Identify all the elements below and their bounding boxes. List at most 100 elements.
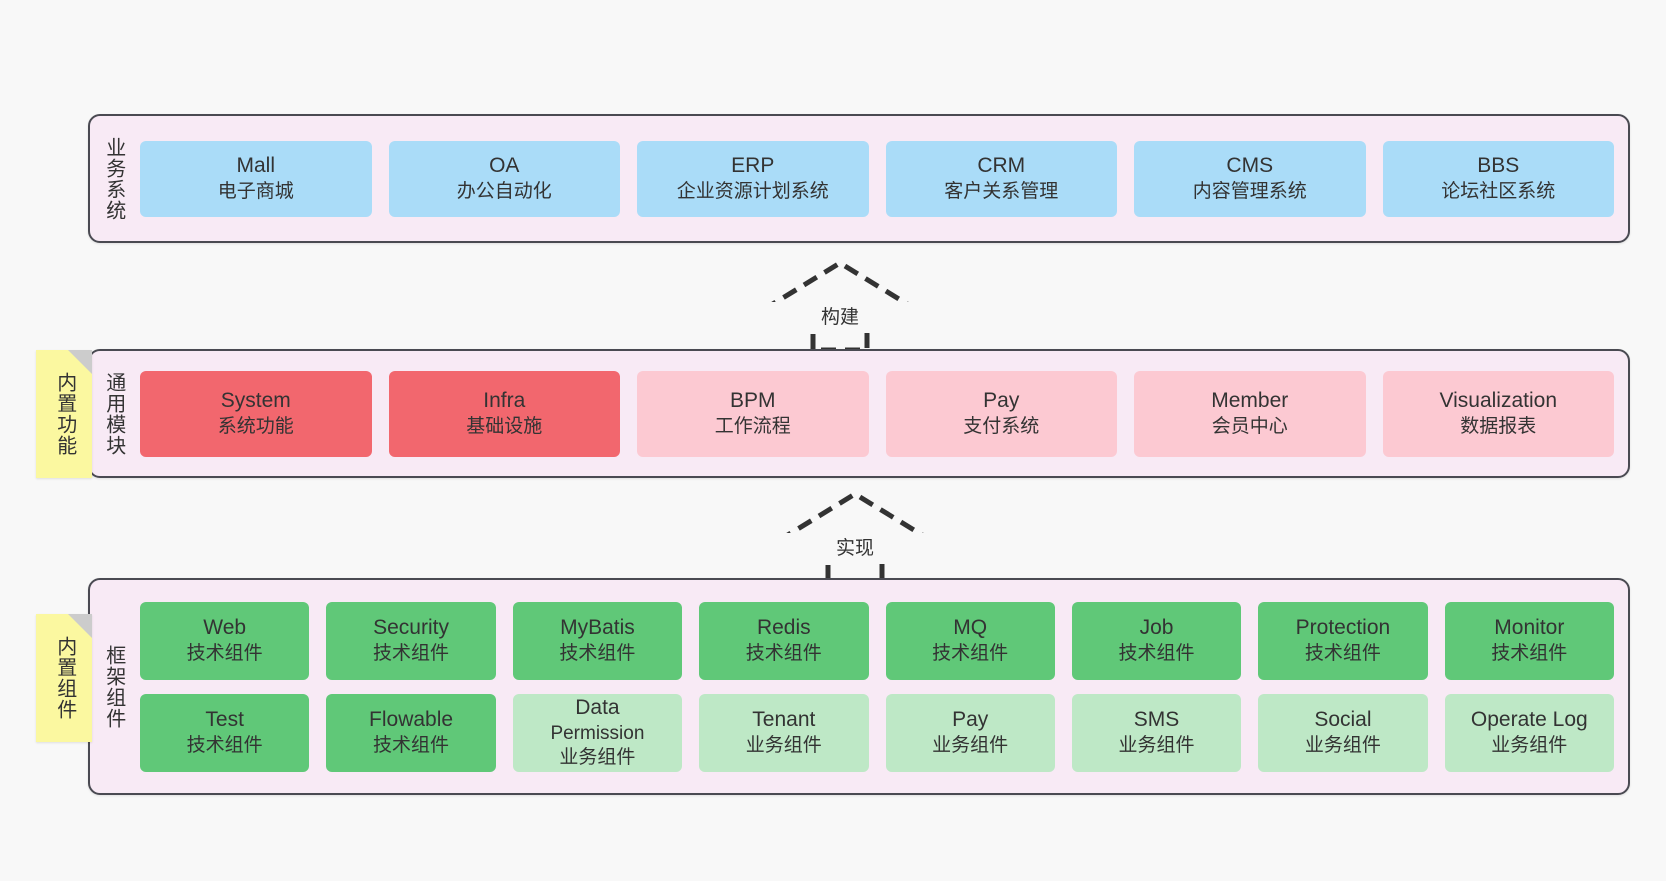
card-subtitle: 数据报表 (1460, 415, 1537, 437)
card-erp[interactable]: ERP 企业资源计划系统 (637, 140, 869, 217)
card-title: MQ (953, 616, 988, 640)
card-title-line2: Permission (550, 722, 645, 744)
card-subtitle: 业务组件 (1491, 734, 1568, 756)
layer-body-common-modules: System 系统功能 Infra 基础设施 BPM 工作流程 Pay 支付系统… (136, 351, 1628, 476)
card-crm[interactable]: CRM 客户关系管理 (885, 140, 1117, 217)
card-oa[interactable]: OA 办公自动化 (388, 140, 620, 217)
card-subtitle: 基础设施 (466, 415, 543, 437)
card-row: System 系统功能 Infra 基础设施 BPM 工作流程 Pay 支付系统… (140, 370, 1614, 457)
card-title: Visualization (1439, 389, 1558, 413)
card-subtitle: 业务组件 (1118, 734, 1195, 756)
card-subtitle: 支付系统 (963, 415, 1040, 437)
card-title: Flowable (369, 708, 454, 732)
card-subtitle: 业务组件 (1304, 734, 1381, 756)
card-subtitle: 企业资源计划系统 (676, 180, 829, 202)
card-subtitle: 内容管理系统 (1192, 180, 1307, 202)
generalization-arrow-build: 构建 (755, 258, 925, 353)
card-bbs[interactable]: BBS 论坛社区系统 (1382, 140, 1614, 217)
card-title: Job (1139, 616, 1174, 640)
card-title: Operate Log (1470, 708, 1588, 732)
card-row: Mall 电子商城 OA 办公自动化 ERP 企业资源计划系统 CRM 客户关系… (140, 140, 1614, 217)
card-subtitle: 电子商城 (217, 180, 294, 202)
card-web[interactable]: Web 技术组件 (140, 601, 310, 680)
card-row: Web 技术组件 Security 技术组件 MyBatis 技术组件 Redi… (140, 601, 1614, 680)
card-subtitle: 业务组件 (745, 734, 822, 756)
card-system[interactable]: System 系统功能 (140, 370, 372, 457)
card-visualization[interactable]: Visualization 数据报表 (1382, 370, 1614, 457)
card-mybatis[interactable]: MyBatis 技术组件 (512, 601, 683, 680)
card-tenant[interactable]: Tenant 业务组件 (699, 693, 869, 772)
card-title: BBS (1477, 154, 1520, 178)
page-fold-icon (68, 350, 92, 374)
card-title: Infra (483, 389, 526, 413)
card-subtitle: 技术组件 (186, 734, 263, 756)
card-pay-business[interactable]: Pay 业务组件 (885, 693, 1055, 772)
card-subtitle: 技术组件 (1304, 642, 1381, 664)
card-title: BPM (729, 389, 776, 413)
card-title: Web (203, 616, 247, 640)
card-subtitle: 技术组件 (186, 642, 263, 664)
card-mq[interactable]: MQ 技术组件 (885, 601, 1055, 680)
sticky-note-builtin-function: 内置功能 (36, 350, 92, 478)
card-subtitle: 会员中心 (1211, 415, 1288, 437)
card-title: Social (1314, 708, 1372, 732)
card-security[interactable]: Security 技术组件 (326, 601, 496, 680)
card-social[interactable]: Social 业务组件 (1258, 693, 1428, 772)
card-title: ERP (731, 154, 775, 178)
card-pay[interactable]: Pay 支付系统 (885, 370, 1117, 457)
card-title: MyBatis (560, 616, 635, 640)
card-title: Member (1211, 389, 1289, 413)
card-cms[interactable]: CMS 内容管理系统 (1134, 140, 1366, 217)
layer-title-common-modules: 通用模块 (102, 371, 125, 456)
card-subtitle: 系统功能 (217, 415, 294, 437)
layer-body-business-systems: Mall 电子商城 OA 办公自动化 ERP 企业资源计划系统 CRM 客户关系… (136, 116, 1628, 241)
card-bpm[interactable]: BPM 工作流程 (637, 370, 869, 457)
card-operate-log[interactable]: Operate Log 业务组件 (1444, 693, 1614, 772)
card-data-permission[interactable]: Data Permission 业务组件 (512, 693, 683, 772)
card-subtitle: 办公自动化 (456, 180, 552, 202)
card-subtitle: 业务组件 (932, 734, 1009, 756)
card-title: OA (489, 154, 520, 178)
generalization-arrow-realize: 实现 (770, 489, 940, 584)
card-mall[interactable]: Mall 电子商城 (140, 140, 372, 217)
card-title: Security (373, 616, 449, 640)
card-subtitle: 技术组件 (373, 642, 450, 664)
sticky-note-builtin-component: 内置组件 (36, 614, 92, 742)
card-flowable[interactable]: Flowable 技术组件 (326, 693, 496, 772)
card-title: CRM (977, 154, 1026, 178)
card-member[interactable]: Member 会员中心 (1134, 370, 1366, 457)
layer-business-systems: 业务系统 Mall 电子商城 OA 办公自动化 ERP 企业资源计划系统 CRM… (88, 114, 1630, 243)
card-subtitle: 工作流程 (714, 415, 791, 437)
card-title: Monitor (1494, 616, 1565, 640)
card-subtitle: 论坛社区系统 (1441, 180, 1556, 202)
card-subtitle: 客户关系管理 (944, 180, 1059, 202)
card-job[interactable]: Job 技术组件 (1071, 601, 1242, 680)
card-test[interactable]: Test 技术组件 (140, 693, 310, 772)
layer-title-business-systems: 业务系统 (102, 136, 125, 221)
arrow-label-realize: 实现 (770, 533, 940, 560)
card-subtitle: 技术组件 (1491, 642, 1568, 664)
layer-body-framework-components: Web 技术组件 Security 技术组件 MyBatis 技术组件 Redi… (136, 580, 1628, 793)
card-protection[interactable]: Protection 技术组件 (1258, 601, 1428, 680)
arrow-label-build: 构建 (755, 302, 925, 329)
card-title: Mall (236, 154, 275, 178)
sticky-note-label: 内置组件 (53, 636, 76, 720)
card-redis[interactable]: Redis 技术组件 (699, 601, 869, 680)
card-subtitle: 业务组件 (559, 746, 636, 768)
card-title: Pay (952, 708, 989, 732)
layer-framework-components: 框架组件 Web 技术组件 Security 技术组件 MyBatis 技术组件… (88, 578, 1630, 795)
page-fold-icon (68, 614, 92, 638)
card-subtitle: 技术组件 (559, 642, 636, 664)
card-subtitle: 技术组件 (373, 734, 450, 756)
layer-common-modules: 通用模块 System 系统功能 Infra 基础设施 BPM 工作流程 Pay… (88, 349, 1630, 478)
card-title: SMS (1133, 708, 1180, 732)
card-title: Pay (983, 389, 1020, 413)
card-monitor[interactable]: Monitor 技术组件 (1444, 601, 1614, 680)
card-title: CMS (1226, 154, 1274, 178)
card-sms[interactable]: SMS 业务组件 (1071, 693, 1242, 772)
layer-title-framework-components: 框架组件 (102, 644, 125, 729)
sticky-note-label: 内置功能 (53, 372, 76, 456)
card-title: Test (205, 708, 244, 732)
card-infra[interactable]: Infra 基础设施 (388, 370, 620, 457)
card-row: Test 技术组件 Flowable 技术组件 Data Permission … (140, 693, 1614, 772)
